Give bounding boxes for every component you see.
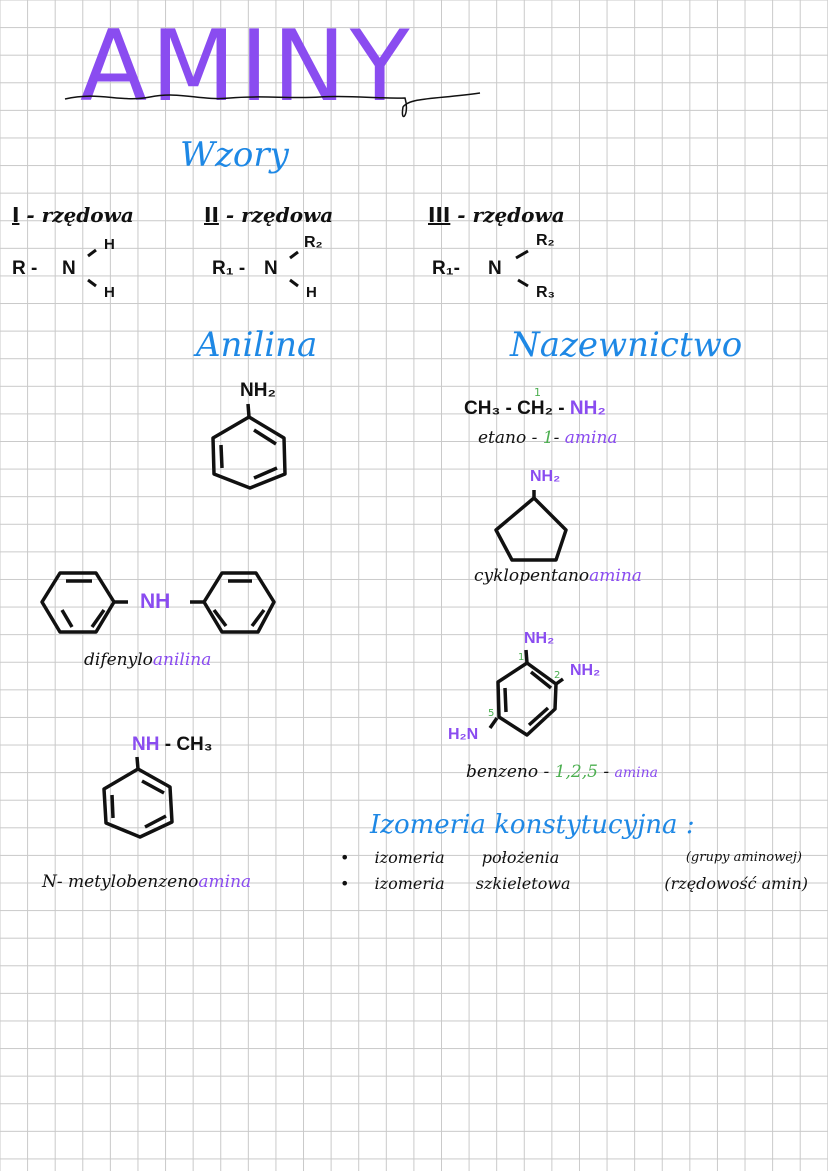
nmethyl-name: N- metylobenzenoamina bbox=[42, 872, 251, 892]
name-part: benzeno - bbox=[466, 762, 550, 782]
amine-type-2-label: II - rzędowa bbox=[204, 203, 333, 227]
page-title: AMINY bbox=[80, 10, 414, 124]
name-suffix: anilina bbox=[152, 650, 212, 670]
amine-2-bottom: H bbox=[306, 284, 317, 301]
type-suffix: - rzędowa bbox=[26, 203, 134, 227]
section-heading-wzory: Wzory bbox=[180, 135, 289, 175]
section-heading-izomeria: Izomeria konstytucyjna : bbox=[370, 810, 695, 840]
isomer-list-item: • izomeria szkieletowa (rzędowość amin) bbox=[340, 874, 810, 893]
name-suffix: amina bbox=[614, 765, 658, 781]
name-locants: 1,2,5 bbox=[554, 762, 598, 782]
ethylamine-locant-mark: 1 bbox=[534, 386, 541, 399]
amine-3-nitrogen: N bbox=[488, 258, 502, 279]
name-prefix: N- metylobenzeno bbox=[42, 872, 199, 892]
name-prefix: cyklopentano bbox=[474, 566, 590, 586]
name-suffix: amina bbox=[589, 566, 642, 586]
formula-nh2: NH₂ bbox=[569, 398, 606, 419]
triamine-pos5: 5 bbox=[488, 708, 495, 719]
section-heading-nazewnictwo: Nazewnictwo bbox=[510, 325, 743, 365]
amine-1-top: H bbox=[104, 236, 115, 253]
diphenyl-name: difenyloanilina bbox=[84, 650, 211, 670]
triamine-sub5: H₂N bbox=[448, 726, 479, 743]
anilina-nh2: NH₂ bbox=[240, 380, 276, 401]
amine-3-top: R₂ bbox=[536, 232, 555, 249]
item-type: szkieletowa bbox=[475, 874, 571, 893]
item-note: (grupy aminowej) bbox=[685, 850, 802, 865]
amine-2-nitrogen: N bbox=[264, 258, 278, 279]
name-part: etano - bbox=[478, 428, 538, 448]
amine-1-left: R - bbox=[12, 258, 38, 279]
item-main: izomeria bbox=[374, 848, 445, 867]
triamine-sub2: NH₂ bbox=[570, 662, 601, 679]
name-suffix: amina bbox=[198, 872, 252, 892]
amine-2-bonds bbox=[289, 250, 299, 288]
type-suffix: - rzędowa bbox=[225, 203, 334, 227]
isomer-list-item: • izomeria położenia (grupy aminowej) bbox=[340, 848, 810, 867]
amine-1-bottom: H bbox=[104, 284, 115, 301]
cyclopentylamine-nh2: NH₂ bbox=[530, 468, 561, 485]
benzene-ring-triamine bbox=[488, 649, 565, 737]
roman-numeral: III bbox=[428, 203, 451, 227]
nmethyl-group: NH - CH₃ bbox=[132, 734, 213, 756]
benzene-ring-anilina bbox=[211, 403, 287, 490]
formula-ch3: CH₃ - bbox=[464, 398, 512, 419]
amine-2-left: R₁ - bbox=[212, 258, 246, 279]
section-heading-anilina: Anilina bbox=[196, 325, 318, 365]
name-suffix: amina bbox=[564, 428, 618, 448]
nh-group: NH bbox=[132, 734, 160, 755]
diphenyl-nh-linker: NH bbox=[140, 590, 171, 613]
name-prefix: difenylo bbox=[84, 650, 153, 670]
bullet-icon: • bbox=[340, 874, 350, 893]
roman-numeral: I bbox=[12, 203, 20, 227]
ethylamine-formula: CH₃ - CH₂ - NH₂ bbox=[464, 398, 606, 420]
amine-3-bottom: R₃ bbox=[536, 284, 555, 301]
triamine-sub1: NH₂ bbox=[524, 630, 555, 647]
roman-numeral: II bbox=[204, 203, 219, 227]
diphenylamine-structure bbox=[40, 571, 276, 634]
name-part: - bbox=[553, 428, 560, 448]
triamine-name: benzeno - 1,2,5 - amina bbox=[466, 762, 658, 782]
ethylamine-name: etano - 1- amina bbox=[478, 428, 618, 448]
item-note: (rzędowość amin) bbox=[664, 874, 808, 893]
amine-3-bonds bbox=[515, 249, 529, 288]
name-part: - bbox=[603, 762, 610, 782]
methyl-group: - CH₃ bbox=[164, 734, 213, 755]
amine-1-nitrogen: N bbox=[62, 258, 76, 279]
amine-2-top: R₂ bbox=[304, 234, 323, 251]
title-underline-scribble bbox=[64, 92, 481, 118]
cyclopentylamine-name: cyklopentanoamina bbox=[474, 566, 642, 586]
triamine-pos2: 2 bbox=[554, 670, 561, 681]
cyclopentane-ring bbox=[494, 490, 568, 562]
name-locant: 1 bbox=[542, 428, 554, 448]
item-type: położenia bbox=[481, 848, 560, 867]
amine-3-left: R₁- bbox=[432, 258, 460, 279]
formula-ch2: CH₂ - bbox=[517, 398, 565, 419]
amine-type-1-label: I - rzędowa bbox=[12, 203, 134, 227]
amine-type-3-label: III - rzędowa bbox=[428, 203, 565, 227]
amine-1-bonds bbox=[87, 248, 97, 288]
benzene-ring-nmethyl bbox=[102, 756, 174, 839]
item-main: izomeria bbox=[374, 874, 445, 893]
type-suffix: - rzędowa bbox=[457, 203, 565, 227]
triamine-pos1: 1 bbox=[518, 652, 525, 663]
bullet-icon: • bbox=[340, 848, 350, 867]
